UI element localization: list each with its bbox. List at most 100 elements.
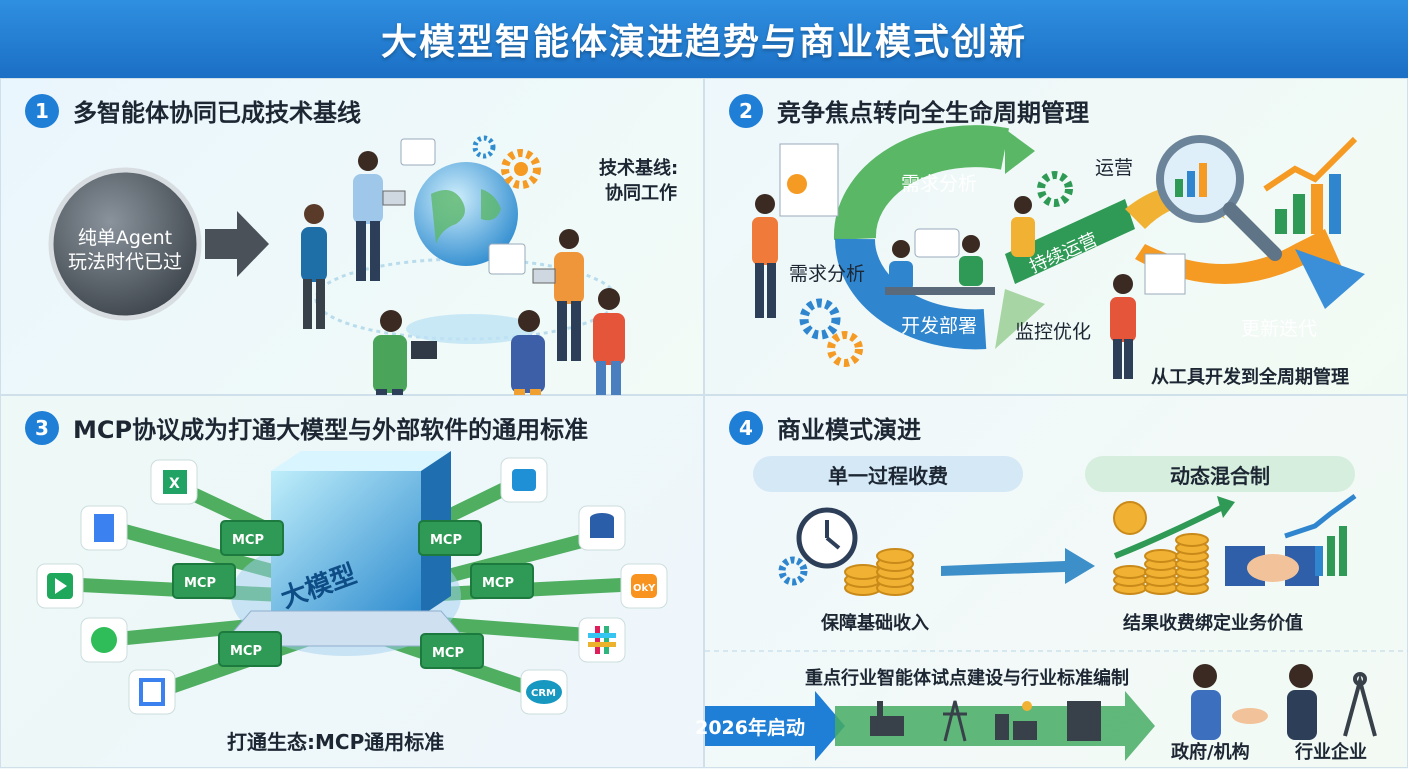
mcp-network-diagram: MCP MCP MCP MCP MCP MCP X OkY CRM: [36, 451, 668, 715]
government-label: 政府/机构: [1171, 742, 1250, 763]
person-6: [593, 288, 625, 396]
enterprise-label: 行业企业: [1295, 742, 1367, 763]
arc-label-deploy: 开发部署: [901, 315, 978, 337]
factory-icon: [870, 701, 904, 736]
person-dev-1: [889, 240, 913, 291]
value-fee-caption: 结果收费绑定业务价值: [1123, 613, 1303, 634]
arrow-continuous-ops: [1005, 199, 1135, 284]
industry-pilot-title: 重点行业智能体试点建设与行业标准编制: [805, 668, 1129, 689]
coin-stack-icon: [844, 548, 914, 596]
arc-label-requirements: 需求分析: [901, 173, 978, 195]
svg-text:X: X: [169, 476, 180, 492]
section-1-header: 1 多智能体协同已成技术基线: [25, 93, 361, 128]
label-requirements-left: 需求分析: [789, 263, 866, 285]
person-4: [511, 310, 545, 396]
globe-icon: [414, 162, 518, 266]
lifecycle-footer: 从工具开发到全周期管理: [1151, 367, 1349, 388]
bar-growth-icon: [1284, 493, 1357, 576]
person-ops: [1011, 196, 1035, 257]
enterprise-person-icon: [1287, 664, 1317, 740]
section-2-panel: 2 竞争焦点转向全生命周期管理 需求分析 需求分析 开发部署 持续运营 运营 监…: [704, 78, 1408, 395]
section-4-number: 4: [729, 410, 763, 445]
person-analyst: [752, 194, 778, 318]
svg-text:MCP: MCP: [430, 533, 462, 548]
section-2-header: 2 竞争焦点转向全生命周期管理: [729, 93, 1089, 128]
gear-icon: [1037, 171, 1073, 207]
svg-text:MCP: MCP: [184, 576, 216, 591]
section-3-title: MCP协议成为打通大模型与外部软件的通用标准: [73, 416, 589, 444]
section-3-number: 3: [25, 410, 59, 445]
single-fee-pill: 单一过程收费: [753, 456, 1023, 492]
app-icon-chat: [80, 617, 128, 663]
header-bar: 大模型智能体演进趋势与商业模式创新: [0, 0, 1408, 78]
baseline-label-2: 协同工作: [605, 183, 677, 204]
label-iterate: 更新迭代: [1241, 318, 1318, 340]
person-dev-2: [959, 235, 983, 286]
mcp-node-labels: MCP MCP MCP MCP MCP MCP: [184, 533, 514, 661]
baseline-label-1: 技术基线:: [599, 158, 679, 179]
person-monitor: [1110, 274, 1136, 379]
launch-arrow: [705, 691, 845, 761]
arc-requirements: [833, 125, 1009, 240]
person-3: [373, 310, 437, 396]
gear-icon: [827, 331, 863, 367]
hybrid-fee-pill: 动态混合制: [1085, 456, 1355, 492]
llm-cube: [271, 471, 421, 616]
section-4-panel: 4 商业模式演进 单一过程收费 动态混合制 保障基础收入: [695, 395, 1408, 768]
mcp-footer: 打通生态:MCP通用标准: [227, 730, 445, 754]
person-5: [532, 229, 584, 361]
page-title: 大模型智能体演进趋势与商业模式创新: [380, 22, 1027, 63]
gear-icon: [799, 298, 841, 340]
app-icon-crm: CRM: [520, 669, 568, 715]
coin-growth-icon: [1113, 501, 1209, 595]
svg-text:MCP: MCP: [432, 646, 464, 661]
section-4-title: 商业模式演进: [777, 416, 921, 444]
app-icon-sheets: [128, 669, 176, 715]
arrow-iterate: [1135, 229, 1345, 284]
right-arrow-icon: [205, 211, 269, 277]
section-4-header: 4 商业模式演进: [729, 410, 921, 445]
gear-icon: [501, 149, 541, 189]
svg-text:OkY: OkY: [633, 583, 656, 594]
gear-icon: [778, 556, 808, 586]
app-icon-video: [36, 563, 84, 609]
lifecycle-illustration: [752, 125, 1365, 379]
section-2-title: 竞争焦点转向全生命周期管理: [777, 99, 1089, 127]
app-icon-cloud: [500, 457, 548, 503]
person-2: [353, 151, 406, 281]
svg-text:MCP: MCP: [230, 644, 262, 659]
mcp-node-group: [172, 520, 534, 669]
app-icon-docs: [80, 505, 128, 551]
app-icon-database: [578, 505, 626, 551]
handshake-icon: [1225, 546, 1319, 586]
launch-label: 2026年启动: [695, 717, 805, 739]
section-3-panel: 3 MCP协议成为打通大模型与外部软件的通用标准: [0, 395, 704, 768]
svg-text:MCP: MCP: [232, 533, 264, 548]
svg-text:MCP: MCP: [482, 576, 514, 591]
building-icon: [1067, 701, 1101, 741]
label-monitor: 监控优化: [1015, 321, 1092, 343]
business-model-illustration: [705, 493, 1408, 761]
section-1-title: 多智能体协同已成技术基线: [73, 99, 361, 127]
single-agent-text-2: 玩法时代已过: [67, 251, 182, 273]
arc-deploy: [834, 238, 987, 350]
section-3-header: 3 MCP协议成为打通大模型与外部软件的通用标准: [25, 410, 588, 445]
multi-agent-illustration: [48, 135, 625, 396]
app-icon-excel: X: [150, 459, 198, 505]
single-agent-circle: [48, 167, 202, 321]
power-tower-icon: [943, 700, 967, 742]
plant-icon: [995, 701, 1037, 740]
basic-income-caption: 保障基础收入: [821, 613, 929, 634]
compass-icon: [1343, 672, 1377, 737]
government-person-icon: [1191, 664, 1221, 740]
section-2-number: 2: [729, 93, 763, 128]
section-1-panel: 1 多智能体协同已成技术基线 纯单Agent 玩法时代已过 技术基线: 协同工作: [0, 78, 704, 396]
single-agent-text-1: 纯单Agent: [77, 227, 173, 249]
section-1-number: 1: [25, 93, 59, 128]
label-ops: 运营: [1095, 157, 1134, 179]
growth-chart-icon: [1263, 136, 1358, 234]
app-icon-slack: [578, 617, 626, 663]
svg-text:CRM: CRM: [531, 688, 556, 699]
transition-arrow-icon: [941, 548, 1095, 584]
person-1: [301, 204, 327, 329]
